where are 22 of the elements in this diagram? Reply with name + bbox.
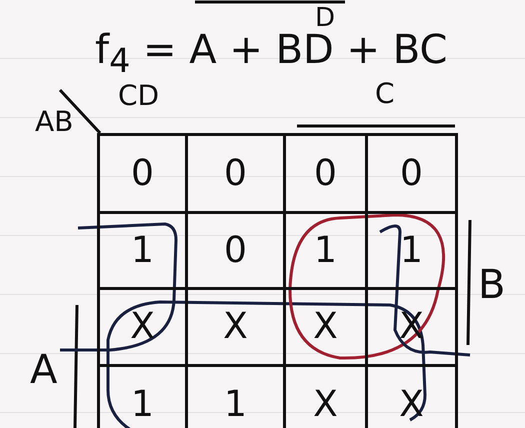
cell-value: X [223,309,248,345]
cell-value: 0 [131,156,154,192]
cell-value: 0 [224,232,247,268]
variable-label: A [30,350,58,390]
cell-value: X [313,309,338,345]
cell-value: 0 [314,156,337,192]
cell-value: 1 [400,232,423,268]
variable-label: D [315,5,336,31]
cell-value: 0 [400,156,423,192]
cell-value: 1 [131,232,154,268]
cell-value: X [313,386,338,422]
variable-label: B [478,265,506,305]
cell-value: 0 [224,156,247,192]
variable-label: AB [35,108,74,136]
cell-value: 1 [224,386,247,422]
variable-label: C [375,80,395,108]
cell-value: X [130,309,155,345]
formula-title: f$_{4}$ = A + BD + BC [95,30,448,78]
cell-value: 1 [131,386,154,422]
cell-value: X [399,386,424,422]
variable-label: CD [118,82,160,110]
cell-value: 1 [314,232,337,268]
